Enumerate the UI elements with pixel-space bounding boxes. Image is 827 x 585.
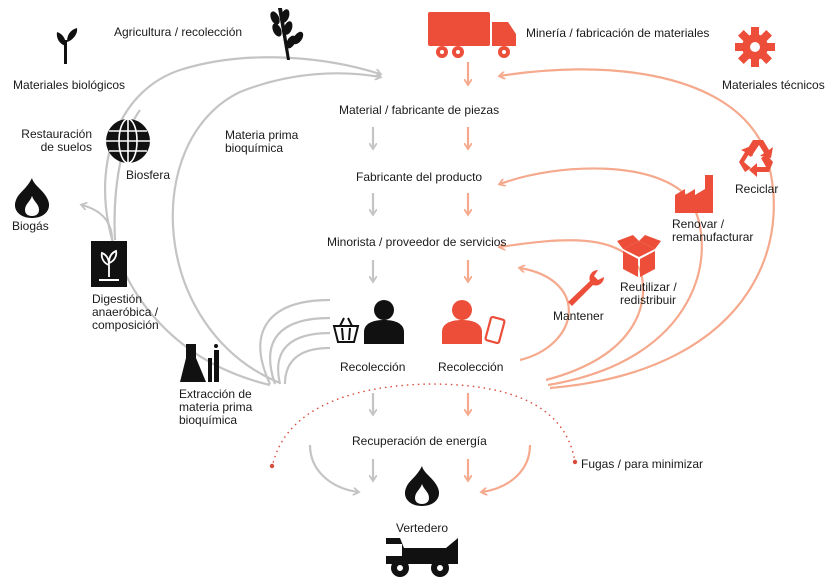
mining-label: Minería / fabricación de materiales [526, 26, 710, 40]
technical-flow-arrows [468, 62, 775, 492]
landfill-flame-icon [404, 466, 440, 506]
reuse-label: Reutilizar / redistribuir [620, 280, 677, 307]
bio-wave-2 [269, 316, 331, 385]
technical-materials-title: Materiales técnicos [722, 78, 825, 92]
extraction-label: Extracción de materia prima bioquímica [179, 387, 253, 427]
tech-collection-label: Recolección [438, 360, 504, 374]
tech-maintain-loop [520, 268, 570, 362]
leakage-dotted-arc [271, 383, 576, 469]
bio-wave-1 [259, 298, 331, 385]
soil-restoration-label: Restauración de suelos [21, 127, 92, 154]
bio-to-landfill [308, 444, 358, 492]
digestion-label: Digestión anaeróbica / composición [92, 292, 159, 332]
chain-step-energy: Recuperación de energía [352, 434, 487, 448]
dump-truck-icon [386, 538, 458, 577]
sprout-icon [56, 28, 78, 64]
bio-wave-3 [277, 331, 331, 385]
bio-wave-4 [283, 346, 331, 385]
refurbish-label: Renovar / remanufacturar [672, 217, 754, 244]
biosphere-label: Biosfera [126, 168, 171, 182]
agriculture-label: Agricultura / recolección [114, 25, 243, 39]
bio-collection-label: Recolección [340, 360, 406, 374]
tech-refurbish-loop [500, 167, 703, 387]
gear-icon [735, 27, 775, 67]
leakage-dot-left [269, 463, 275, 469]
bio-inner-loop [171, 73, 380, 385]
chain-step-retail: Minorista / proveedor de servicios [327, 235, 507, 249]
consumer-icon [364, 300, 404, 344]
factory-icon [675, 175, 713, 213]
basket-icon [332, 317, 360, 343]
bio-biogas-arrow [82, 205, 114, 241]
flame-icon [14, 178, 50, 218]
open-box-icon [617, 235, 661, 277]
compost-box-icon [91, 241, 127, 287]
tech-to-landfill [482, 444, 532, 492]
lab-flask-icon [180, 344, 219, 382]
biogas-label: Biogás [12, 219, 49, 233]
truck-icon [428, 12, 516, 58]
landfill-label: Vertedero [396, 521, 449, 535]
recycle-label: Reciclar [735, 182, 779, 196]
bio-outer-loop [103, 56, 380, 387]
biological-materials-title: Materiales biológicos [13, 78, 126, 92]
leakage-dot-right [572, 459, 578, 465]
recycle-icon [739, 140, 773, 177]
wheat-icon [270, 8, 304, 60]
wrench-icon [568, 270, 604, 306]
globe-icon [106, 118, 150, 164]
leakage-label: Fugas / para minimizar [581, 457, 704, 471]
maintain-label: Mantener [553, 309, 604, 323]
chain-step-product: Fabricante del producto [356, 170, 483, 184]
chain-step-material: Material / fabricante de piezas [339, 103, 500, 117]
user-phone-icon [442, 300, 506, 345]
raw-material-label: Materia prima bioquímica [225, 128, 299, 155]
